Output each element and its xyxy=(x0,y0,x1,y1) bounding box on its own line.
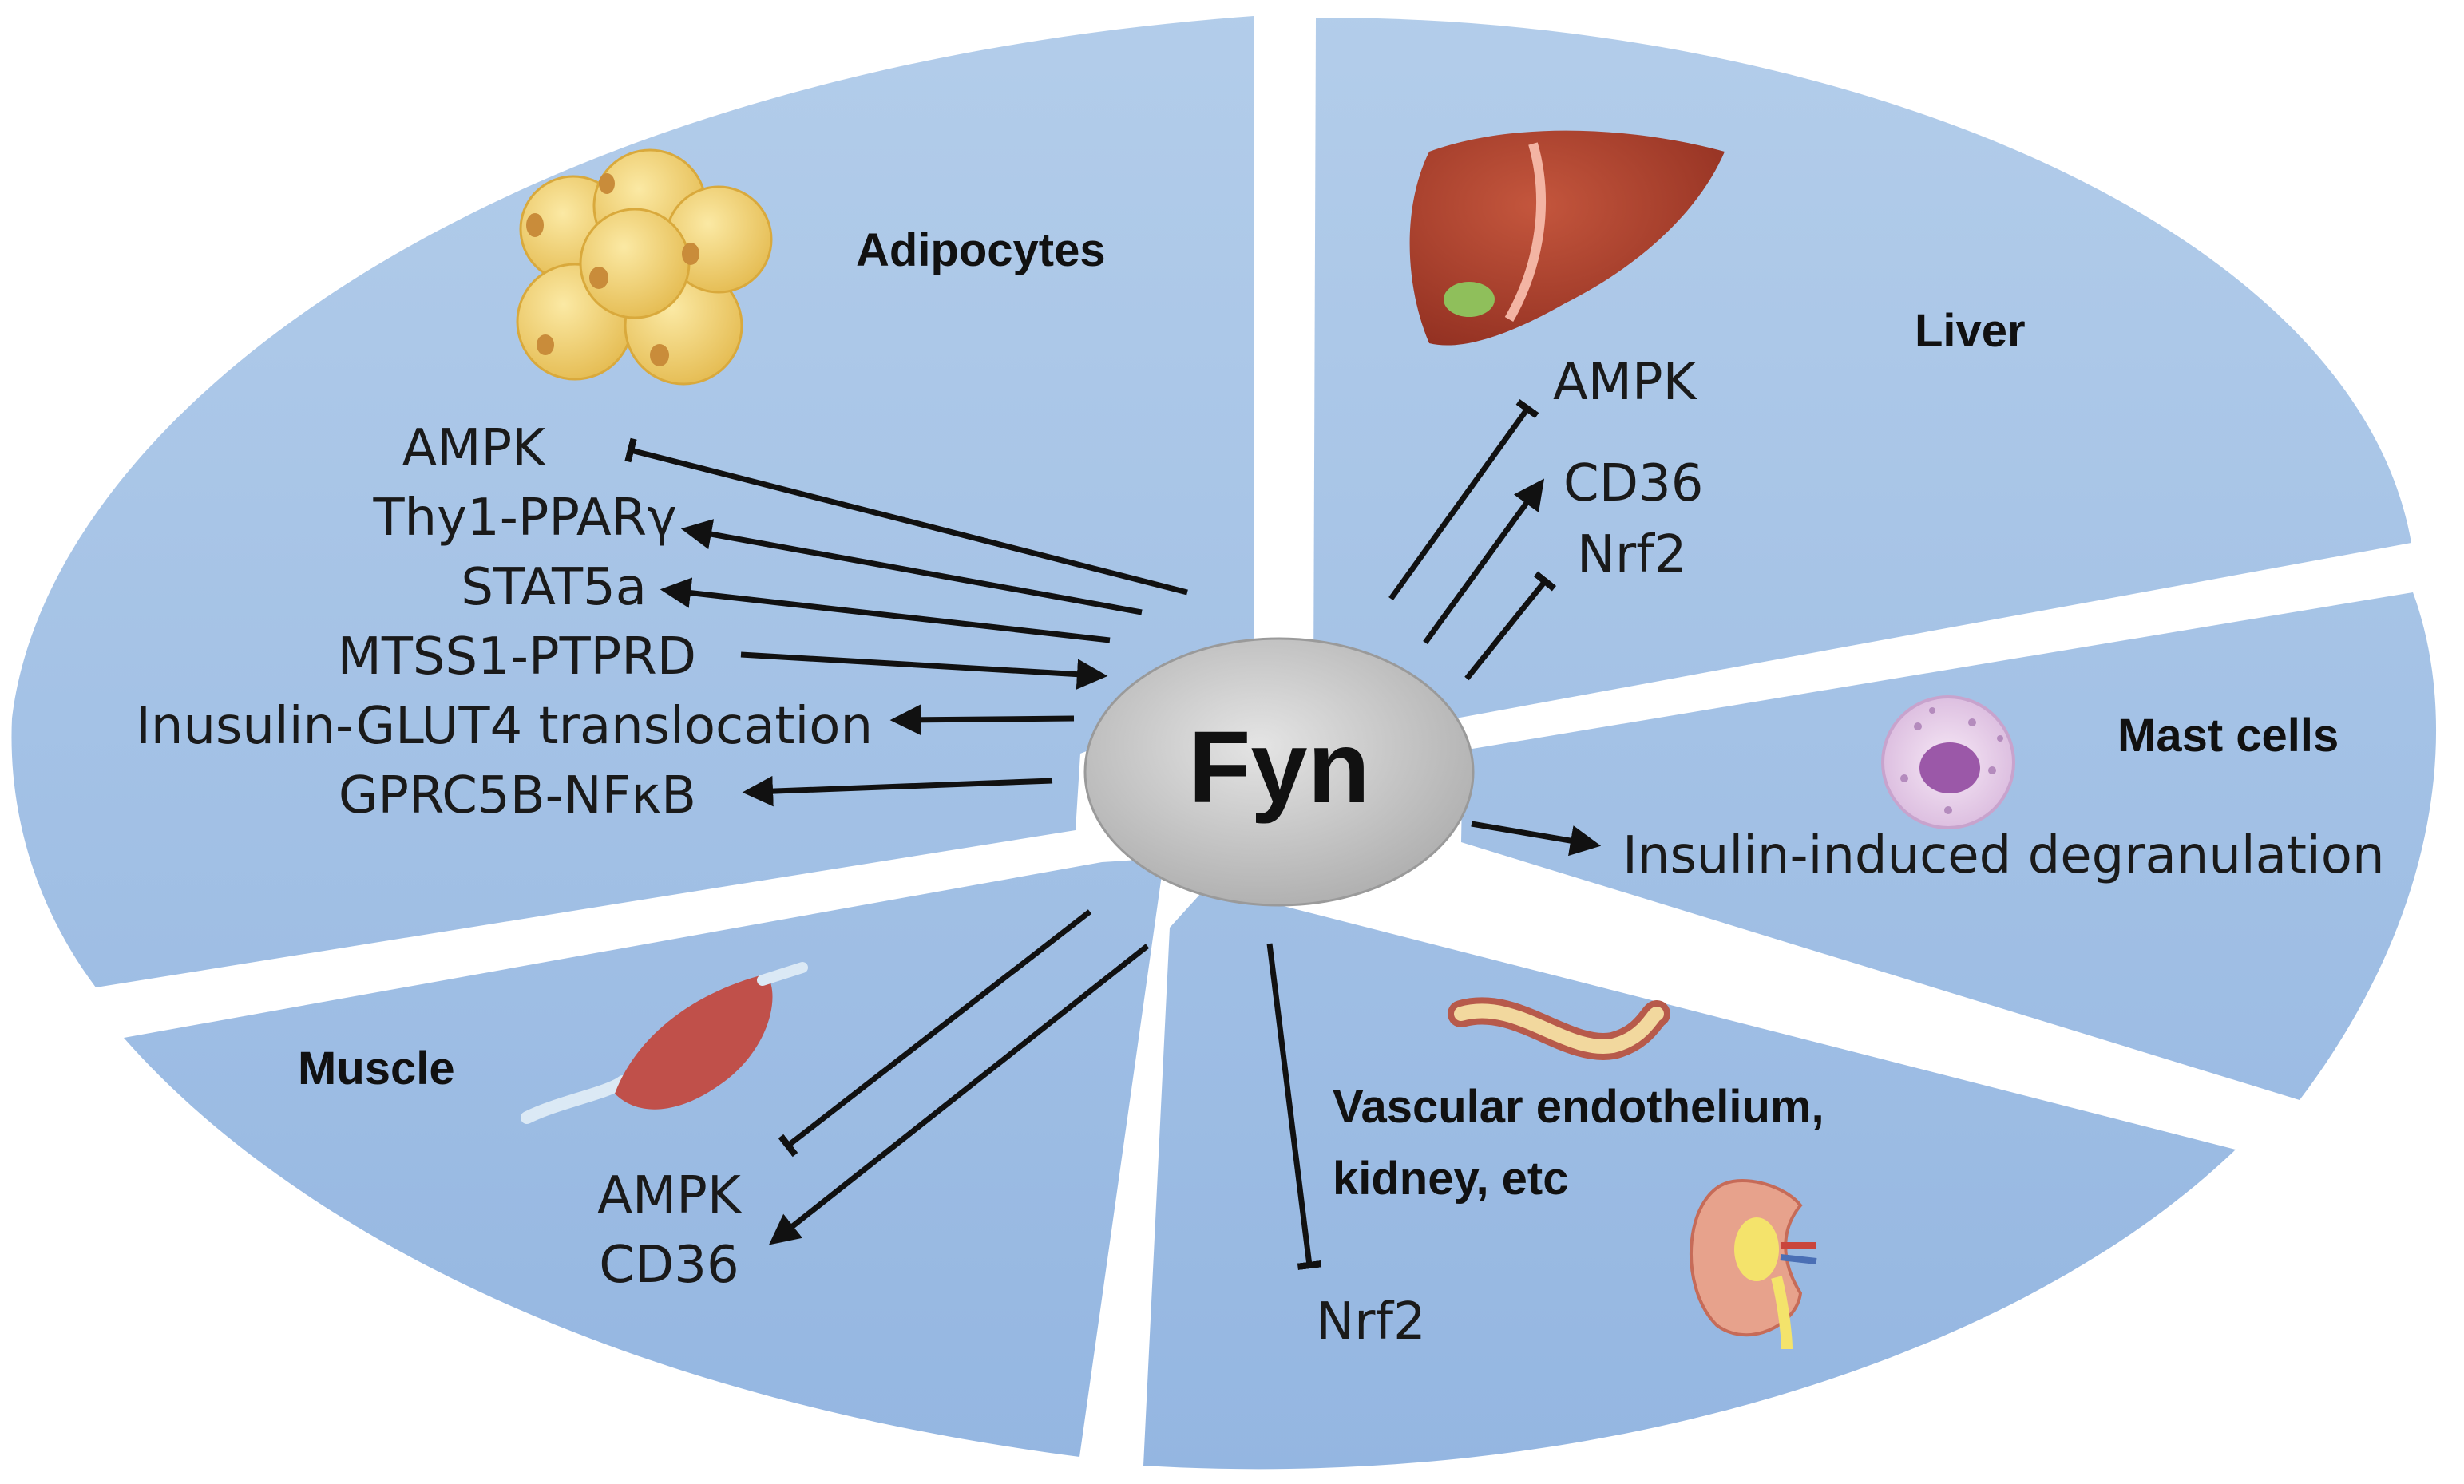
sector-adipocytes xyxy=(11,16,1254,987)
adipocytes-target-ampk: AMPK xyxy=(402,419,547,478)
muscle-icon xyxy=(521,962,808,1124)
adipocytes-edge-stat5a xyxy=(660,577,1111,643)
muscle-title: Muscle xyxy=(298,1043,455,1094)
sectors xyxy=(11,16,2437,1470)
liver-icon xyxy=(1409,130,1725,346)
adipocytes-target-glut4: Inusulin-GLUT4 translocation xyxy=(136,697,873,756)
adipocytes-target-thy1-ppar: Thy1-PPARγ xyxy=(372,489,677,548)
sector-vascular xyxy=(1143,866,2236,1470)
vascular-target-nrf2: Nrf2 xyxy=(1316,1292,1425,1351)
muscle-edge-cd36 xyxy=(768,944,1150,1245)
adipocytes-edge-glut4 xyxy=(889,704,1075,736)
liver-title: Liver xyxy=(1915,305,2026,357)
blood-vessel-icon xyxy=(1448,997,1670,1060)
sector-muscle xyxy=(124,858,1164,1457)
mast-cell-icon xyxy=(1881,695,2015,829)
adipocytes-edge-ampk xyxy=(624,437,1188,596)
mast-cells-title: Mast cells xyxy=(2117,710,2339,762)
fyn-node: Fyn xyxy=(1083,637,1475,907)
adipocytes-edge-gprc5b xyxy=(742,775,1053,807)
liver-target-ampk: AMPK xyxy=(1553,353,1698,412)
adipocytes-edge-thy1-ppar xyxy=(680,519,1143,615)
adipocytes-target-mtss1-ptprd: MTSS1-PTPRD xyxy=(338,627,696,687)
sector-mast-cells xyxy=(1461,592,2437,1100)
adipocytes-target-stat5a: STAT5a xyxy=(461,558,647,617)
adipocyte-cluster-icon xyxy=(516,148,773,386)
interaction-edges xyxy=(624,399,1602,1270)
liver-edge-nrf2 xyxy=(1464,571,1557,681)
liver-edge-ampk xyxy=(1388,399,1539,601)
muscle-target-cd36: CD36 xyxy=(599,1236,739,1295)
liver-target-nrf2: Nrf2 xyxy=(1577,525,1686,584)
muscle-target-ampk: AMPK xyxy=(597,1166,743,1225)
adipocytes-target-gprc5b: GPRC5B-NFκB xyxy=(339,766,696,825)
fyn-label: Fyn xyxy=(1188,710,1370,825)
muscle-edge-ampk xyxy=(778,909,1092,1158)
adipocytes-edge-mtss1-ptprd xyxy=(740,651,1108,690)
mast-cells-edge-degranulation xyxy=(1471,821,1602,857)
vascular-edge-nrf2 xyxy=(1266,943,1322,1270)
vascular-title-line-1: Vascular endothelium, xyxy=(1333,1081,1824,1133)
vascular-title-line-2: kidney, etc xyxy=(1333,1153,1569,1205)
mast-cells-target-degranulation: Insulin-induced degranulation xyxy=(1622,826,2385,885)
adipocytes-title: Adipocytes xyxy=(856,224,1106,276)
liver-edge-cd36 xyxy=(1423,478,1545,645)
sector-liver xyxy=(1313,17,2411,719)
kidney-icon xyxy=(1689,1179,1817,1350)
liver-target-cd36: CD36 xyxy=(1563,454,1703,513)
